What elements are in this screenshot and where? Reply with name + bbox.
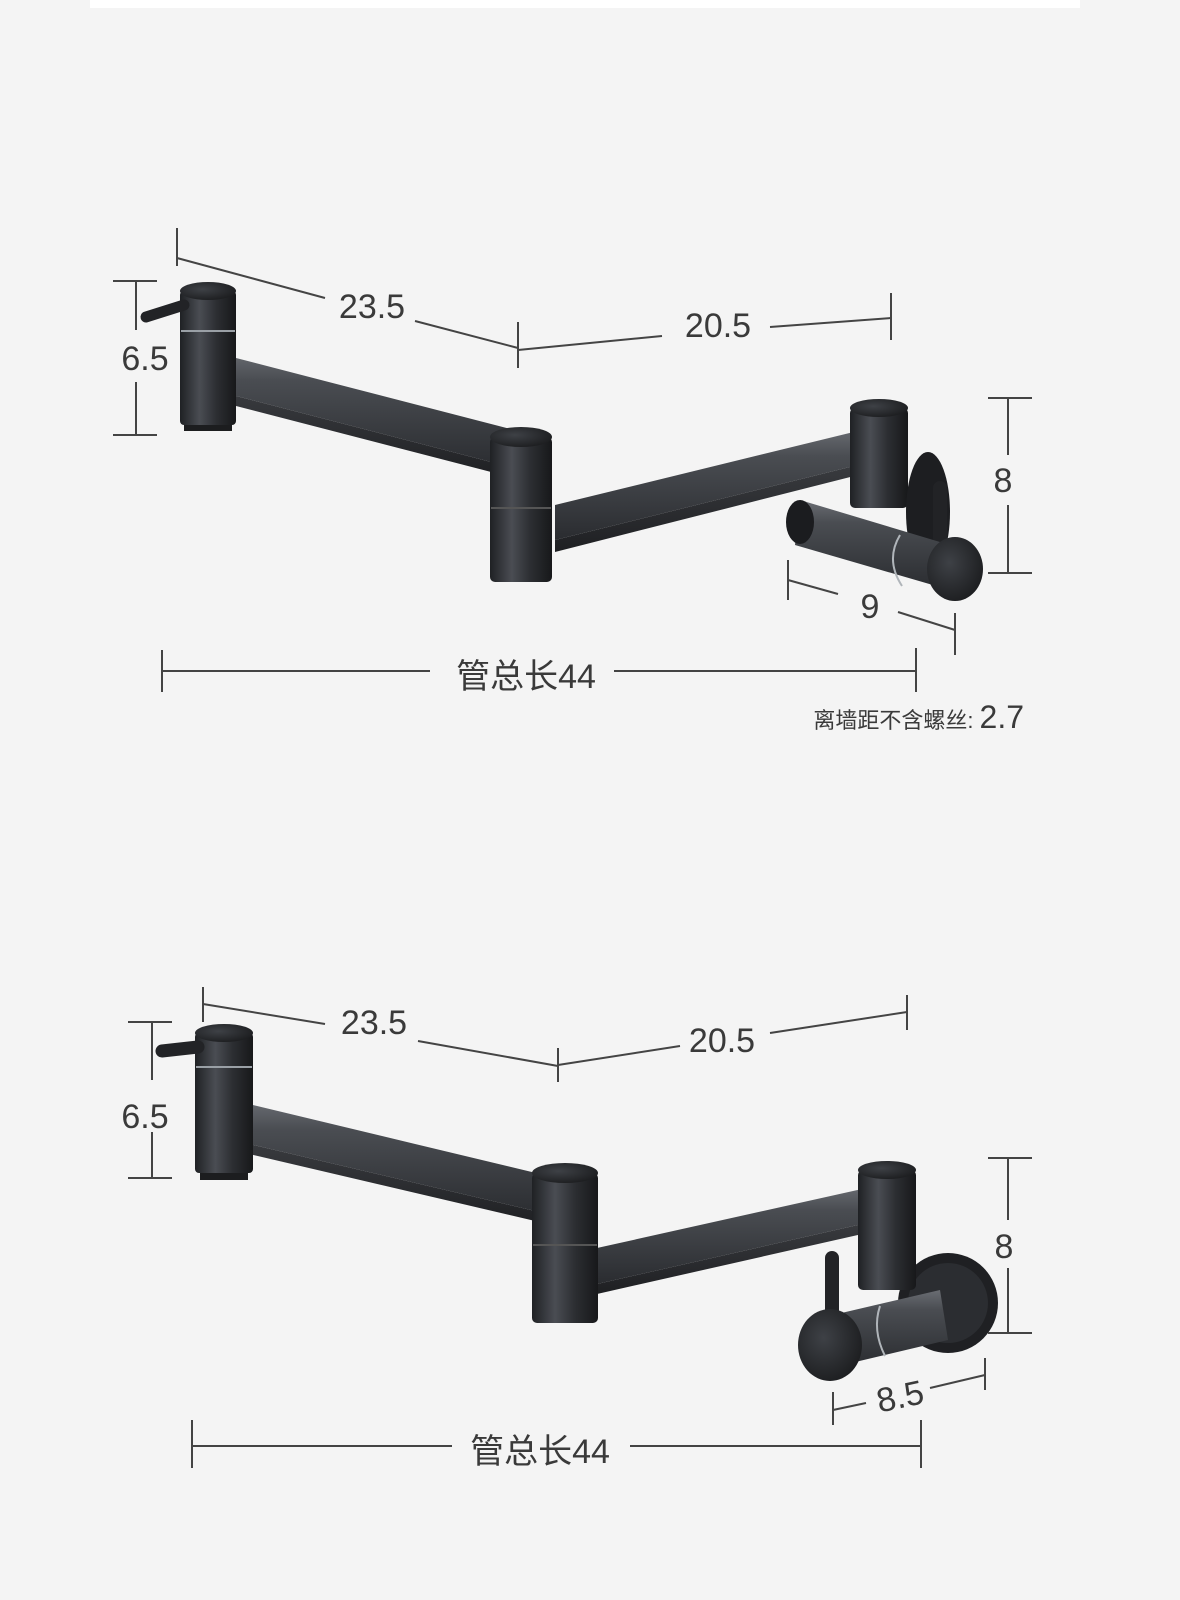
bottom-spout-height-label: 6.5 bbox=[121, 1098, 168, 1136]
bottom-arm-2-side bbox=[597, 1220, 880, 1294]
bottom-spout-cap bbox=[195, 1024, 253, 1042]
bottom-arm-2 bbox=[597, 1185, 880, 1284]
bottom-valve-height-label: 8 bbox=[995, 1228, 1014, 1266]
top-arm-2-side bbox=[555, 462, 870, 552]
bottom-arm-1-side bbox=[232, 1140, 565, 1228]
top-faucet-illustration bbox=[140, 282, 983, 601]
top-arm-2 bbox=[555, 428, 870, 540]
top-valve-joint-cap bbox=[850, 399, 908, 417]
top-middle-joint bbox=[490, 437, 552, 582]
bottom-arm-1 bbox=[232, 1100, 565, 1218]
top-spout-cap bbox=[180, 282, 236, 300]
bottom-spout-outlet bbox=[200, 1173, 248, 1180]
bottom-spout-lever bbox=[155, 1040, 205, 1058]
top-valve-height-label: 8 bbox=[994, 462, 1013, 500]
bottom-middle-joint bbox=[532, 1173, 598, 1323]
bottom-dimensions: 23.5 20.5 6.5 8 8.5 bbox=[121, 987, 1032, 1471]
top-valve-ring bbox=[892, 534, 903, 587]
top-total-length-label: 管总长44 bbox=[456, 658, 596, 696]
bottom-spout-body bbox=[195, 1033, 253, 1173]
top-valve-inlet bbox=[786, 500, 814, 544]
top-spout-outlet bbox=[184, 425, 232, 431]
bottom-valve-depth-label: 8.5 bbox=[873, 1373, 927, 1420]
bottom-valve-joint bbox=[858, 1170, 916, 1290]
top-middle-joint-cap bbox=[490, 427, 552, 447]
top-valve-body bbox=[795, 500, 960, 590]
top-valve-depth-label: 9 bbox=[861, 588, 880, 626]
bottom-middle-joint-cap bbox=[532, 1163, 598, 1183]
bottom-arm1-label: 23.5 bbox=[341, 1004, 407, 1042]
bottom-total-length-label: 管总长44 bbox=[470, 1433, 610, 1471]
top-spout-height-label: 6.5 bbox=[121, 340, 168, 378]
bottom-valve-end-cap bbox=[798, 1309, 862, 1381]
top-wall-distance-note: 离墙距不含螺丝:2.7 bbox=[813, 699, 1024, 735]
top-valve-end-cap bbox=[927, 537, 983, 601]
top-spout-lever bbox=[140, 299, 190, 323]
top-dimensions: 23.5 20.5 6.5 8 9 bbox=[113, 228, 1032, 735]
bottom-valve-ring bbox=[875, 1305, 886, 1357]
bottom-faucet-illustration bbox=[155, 1024, 998, 1381]
top-arm-1-side bbox=[205, 388, 522, 480]
top-strip bbox=[90, 0, 1080, 8]
top-arm2-label: 20.5 bbox=[685, 307, 751, 345]
top-arm-1 bbox=[205, 350, 522, 470]
top-spout-body bbox=[180, 291, 236, 425]
bottom-arm2-label: 20.5 bbox=[689, 1022, 755, 1060]
bottom-valve-joint-cap bbox=[858, 1161, 916, 1179]
top-arm1-label: 23.5 bbox=[339, 288, 405, 326]
top-valve-joint bbox=[850, 408, 908, 508]
